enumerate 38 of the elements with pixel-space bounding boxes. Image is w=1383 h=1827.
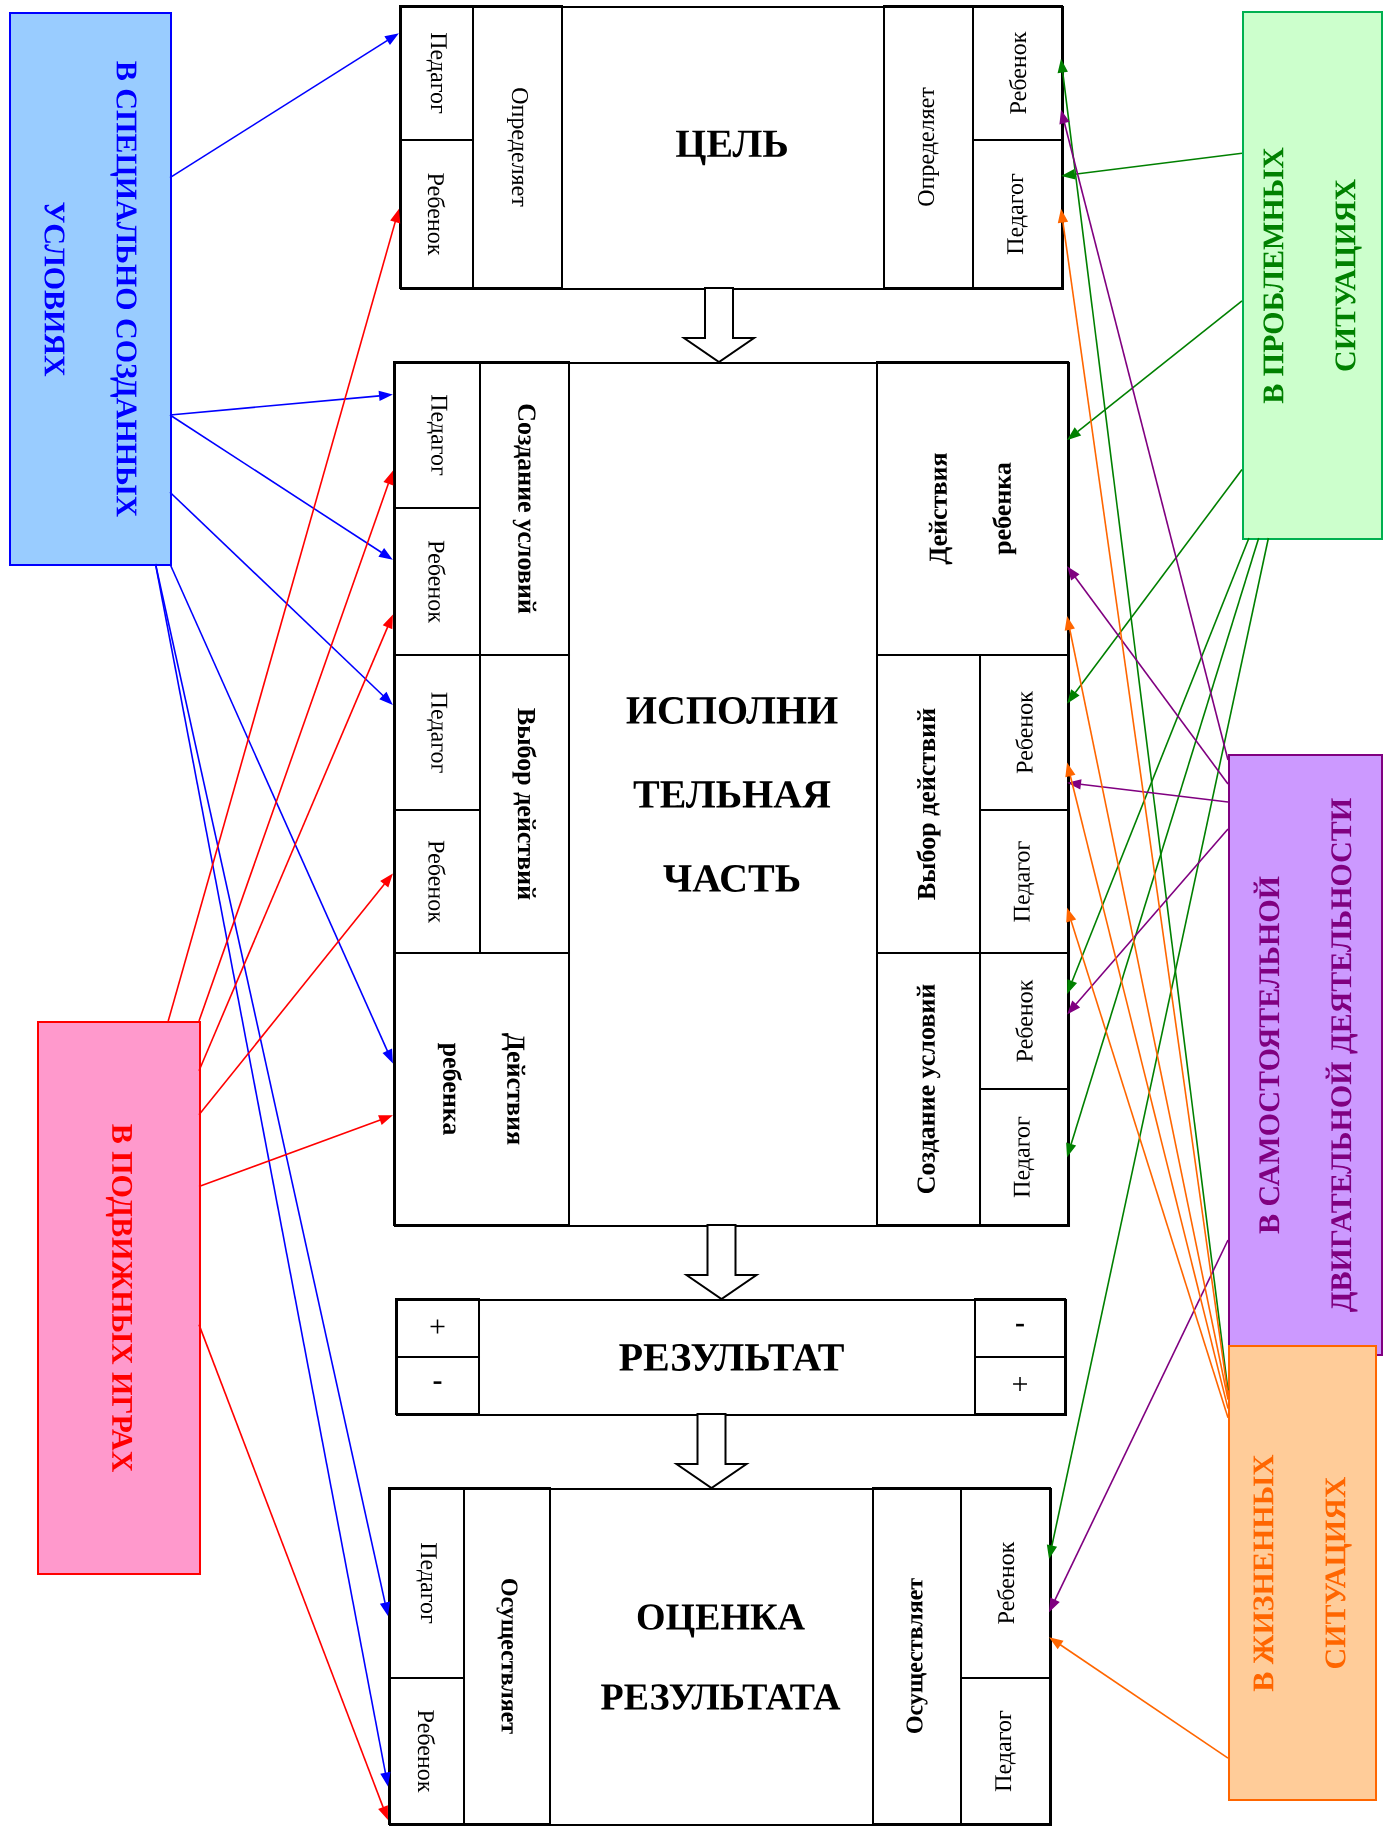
role-cell: Педагог: [399, 5, 474, 141]
action-cell: Определяет: [883, 5, 974, 289]
block-arrow: [683, 1224, 760, 1301]
role-cell: Ребенок: [388, 1677, 465, 1826]
action-cell: Действия ребенка: [393, 952, 570, 1226]
role-cell: Ребенок: [972, 5, 1063, 141]
block-arrow: [680, 287, 758, 364]
action-cell: Создание условий: [876, 952, 981, 1226]
context-box: В ПОДВИЖНЫХ ИГРАХ: [37, 1021, 201, 1575]
role-cell: Педагог: [388, 1487, 465, 1679]
role-cell: Ребенок: [960, 1487, 1051, 1679]
sign-cell: -: [974, 1298, 1066, 1358]
action-cell: Создание условий: [479, 361, 570, 656]
role-cell: Педагог: [979, 1088, 1069, 1226]
sign-cell: +: [974, 1356, 1066, 1415]
role-cell: Педагог: [393, 361, 481, 509]
role-cell: Педагог: [960, 1677, 1051, 1826]
role-cell: Ребенок: [979, 952, 1069, 1090]
context-box: В ПРОБЛЕМНЫХ СИТУАЦИЯХ: [1242, 11, 1383, 540]
block-arrow: [673, 1413, 750, 1490]
action-cell: Выбор действий: [876, 654, 981, 954]
action-cell: Осуществляет: [463, 1487, 551, 1826]
role-cell: Ребенок: [393, 507, 481, 656]
sign-cell: +: [395, 1298, 480, 1358]
role-cell: Ребенок: [393, 809, 481, 954]
action-cell: Определяет: [472, 5, 563, 289]
action-cell: Осуществляет: [872, 1487, 962, 1826]
role-cell: Ребенок: [399, 139, 474, 289]
role-cell: Педагог: [979, 809, 1069, 954]
sign-cell: -: [395, 1356, 480, 1415]
context-box: В СПЕЦИАЛЬНО СОЗДАННЫХ УСЛОВИЯХ: [9, 12, 172, 566]
role-cell: Педагог: [972, 139, 1063, 289]
context-box: В САМОСТОЯТЕЛЬНОЙ ДВИГАТЕЛЬНОЙ ДЕЯТЕЛЬНОСТИ: [1228, 754, 1383, 1356]
role-cell: Педагог: [393, 654, 481, 811]
action-cell: Выбор действий: [479, 654, 570, 954]
role-cell: Ребенок: [979, 654, 1069, 811]
context-box: В ЖИЗНЕННЫХ СИТУАЦИЯХ: [1228, 1345, 1377, 1801]
action-cell: Действия ребенка: [876, 361, 1069, 656]
